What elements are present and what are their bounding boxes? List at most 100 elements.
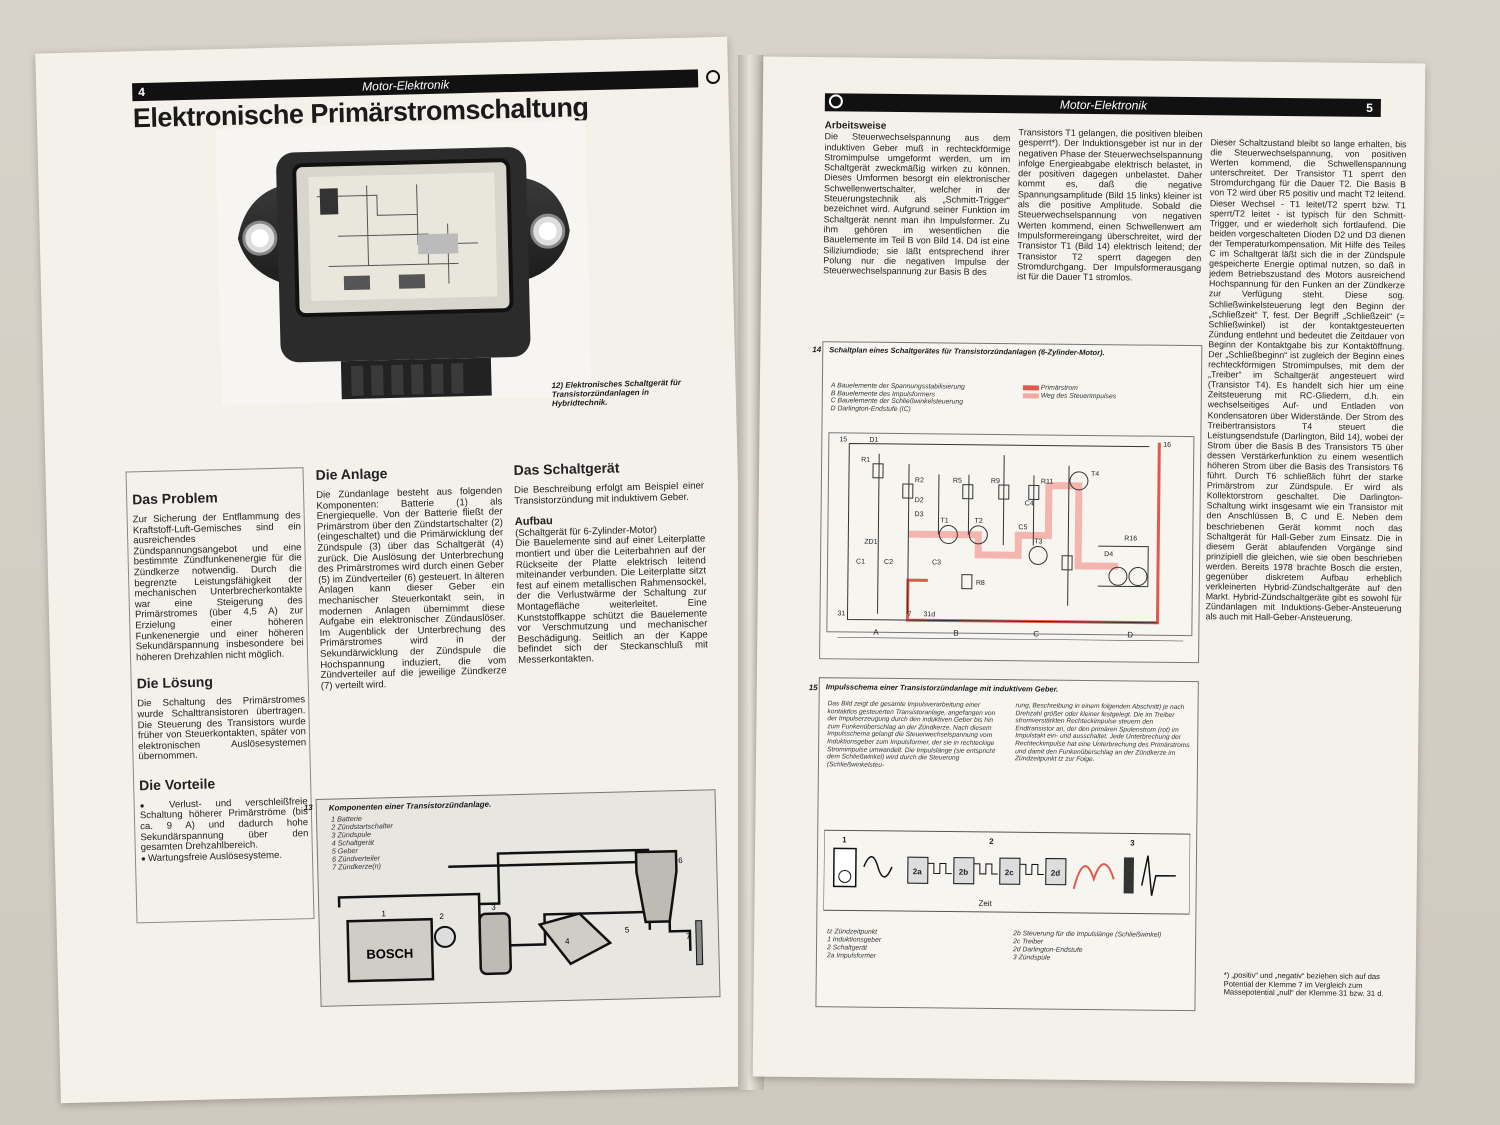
schematic-diagram: 15 D1 R1 R2 R5 R9 R11 D2 D3 T1 T2 T3 T4 …: [837, 436, 1184, 642]
fig15-box: Impulsschema einer Transistorzündanlage …: [815, 677, 1199, 1012]
ignition-module-illustration: [237, 147, 570, 400]
schematic-label: D2: [915, 497, 924, 504]
schematic-label: T3: [1034, 538, 1042, 545]
fig15-title: Impulsschema einer Transistorzündanlage …: [825, 682, 1059, 694]
battery-label: BOSCH: [366, 946, 413, 962]
impulse-stage: 2b: [959, 868, 969, 877]
impulse-diagram: 2a 2b 2c 2d 1 2 3 Zeit: [823, 829, 1191, 915]
anlage-section: Die Anlage Die Zündanlage besteht aus fo…: [315, 462, 506, 692]
bosch-logo-icon: [705, 69, 721, 85]
ignition-module-photo: [215, 120, 592, 406]
fig13-wiring-diagram: BOSCH 1 2 3 4 5 6 7: [337, 848, 704, 983]
schematic-label: ZD1: [864, 539, 877, 546]
problem-section: Das Problem Zur Sicherung der Entflammun…: [132, 487, 309, 864]
impulse-marker: 2: [989, 837, 994, 846]
fig14-title: Schaltplan eines Schaltgerätes für Trans…: [829, 345, 1105, 358]
schematic-section: A: [873, 628, 879, 637]
aufbau-text: Die Bauelemente sind auf einer Leiterpla…: [515, 533, 709, 666]
arbeitsweise-text-1: Die Steuerwechselspannung aus dem indukt…: [823, 131, 1011, 278]
impulse-stage: 2a: [913, 867, 923, 876]
schematic-label: R11: [1041, 478, 1054, 485]
anlage-heading: Die Anlage: [315, 465, 388, 483]
schematic-label: D1: [869, 437, 878, 444]
impulse-path-swatch: [1022, 393, 1039, 399]
schematic-label: R16: [1124, 535, 1137, 542]
fig15-number: 15: [808, 683, 818, 693]
fig13-number: 13: [303, 803, 313, 813]
schematic-label: T1: [940, 517, 948, 524]
schematic-label: C1: [856, 559, 865, 566]
time-axis-label: Zeit: [978, 899, 992, 908]
schematic-label: C4: [1025, 500, 1034, 507]
fig14-legend: A Bauelemente der Spannungsstabilisierun…: [831, 382, 965, 414]
primary-current-label: Primärstrom: [1040, 384, 1078, 392]
right-header-title: Motor-Elektronik: [1059, 97, 1148, 113]
solution-heading: Die Lösung: [136, 673, 214, 692]
fig15-legend-left: tz Zündzeitpunkt 1 Induktionsgeber 2 Sch…: [827, 928, 881, 961]
impulse-stage: 2c: [1005, 868, 1015, 877]
schematic-section: D: [1127, 630, 1133, 639]
fig15-text-left: Das Bild zeigt die gesamte Impulsverarbe…: [826, 700, 996, 769]
fig15-legend-right: 2b Steuerung für die Impulslänge (Schlie…: [1013, 930, 1161, 964]
arbeitsweise-text-2: Transistors T1 gelangen, die positiven b…: [1017, 127, 1203, 283]
schaltgeraet-section: Das Schaltgerät Die Beschreibung erfolgt…: [513, 457, 708, 666]
schematic-section: C: [1033, 629, 1039, 638]
bosch-logo-icon: [828, 94, 843, 109]
fig15-legend-item: 2a Impulsformer: [826, 952, 877, 960]
fig13-marker: 5: [625, 925, 630, 934]
primary-current-swatch: [1022, 385, 1039, 391]
problem-text: Zur Sicherung der Entflammung des Krafts…: [132, 510, 304, 664]
schematic-label: 15: [839, 436, 847, 443]
left-header-title: Motor-Elektronik: [362, 77, 450, 94]
arbeitsweise-col3: Dieser Schaltzustand bleibt so lange erh…: [1205, 137, 1406, 624]
fig14-color-legend: Primärstrom Weg des Steuerimpulses: [1022, 384, 1117, 401]
impulse-stage: 2d: [1051, 869, 1061, 878]
fig13-marker: 4: [565, 937, 570, 946]
solution-text: Die Schaltung des Primärstromes wurde Sc…: [137, 694, 307, 763]
fig14-box: Schaltplan eines Schaltgerätes für Trans…: [819, 341, 1203, 664]
impulse-marker: 3: [1130, 838, 1135, 847]
schematic-label: C5: [1018, 524, 1027, 531]
schaltgeraet-heading: Das Schaltgerät: [513, 459, 620, 479]
arbeitsweise-col1: Arbeitsweise Die Steuerwechselspannung a…: [823, 120, 1011, 278]
schematic-label: 7: [907, 611, 911, 618]
fig13-marker: 2: [439, 912, 444, 921]
schematic-label: R9: [991, 478, 1000, 485]
schaltgeraet-intro: Die Beschreibung erfolgt am Beispiel ein…: [513, 480, 705, 507]
fig14-legend-item: D Darlington-Endstufe (IC): [830, 405, 911, 413]
fig13-box: Komponenten einer Transistorzündanlage. …: [315, 789, 721, 1007]
right-page: Motor-Elektronik 5 Arbeitsweise Die Steu…: [752, 56, 1426, 1084]
schematic-label: D3: [915, 511, 924, 518]
fig13-marker: 3: [491, 903, 496, 912]
schematic-label: R2: [915, 477, 924, 484]
fig13-marker: 1: [381, 909, 386, 918]
schematic-label: 31d: [923, 611, 935, 618]
right-page-number: 5: [1366, 100, 1373, 115]
schematic-label: R1: [861, 457, 870, 464]
fig13-marker: 6: [678, 856, 683, 865]
schematic-label: D4: [1104, 551, 1113, 558]
advantages-heading: Die Vorteile: [138, 775, 216, 794]
schematic-section: B: [953, 629, 958, 638]
left-page-number: 4: [138, 84, 146, 100]
problem-heading: Das Problem: [132, 489, 218, 508]
impulse-path-label: Weg des Steuerimpulses: [1040, 392, 1117, 401]
footnote: *) „positiv“ und „negativ“ beziehen sich…: [1223, 970, 1384, 999]
photo-caption: 12) Elektronisches Schaltgerät für Trans…: [551, 377, 682, 409]
schematic-label: C2: [884, 559, 893, 566]
arbeitsweise-col2: Transistors T1 gelangen, die positiven b…: [1017, 127, 1203, 283]
schematic-label: R8: [976, 580, 985, 587]
anlage-text: Die Zündanlage besteht aus folgenden Kom…: [316, 485, 507, 692]
schematic-label: 16: [1163, 442, 1171, 449]
impulse-marker: 1: [842, 835, 847, 844]
fig14-number: 14: [812, 345, 822, 355]
fig15-text-right: rung, Beschreibung in einem folgenden Ab…: [1014, 702, 1190, 764]
schematic-label: T4: [1091, 471, 1099, 478]
left-page: 4 Motor-Elektronik Elektronische Primärs…: [35, 36, 753, 1104]
schematic-label: R5: [953, 478, 962, 485]
advantage-item: Verlust- und verschleißfreie Schaltung h…: [140, 796, 309, 854]
schematic-label: T2: [974, 518, 982, 525]
schematic-label: 31: [837, 610, 845, 617]
schematic-label: C3: [932, 559, 941, 566]
fig13-marker: 7: [686, 932, 691, 941]
